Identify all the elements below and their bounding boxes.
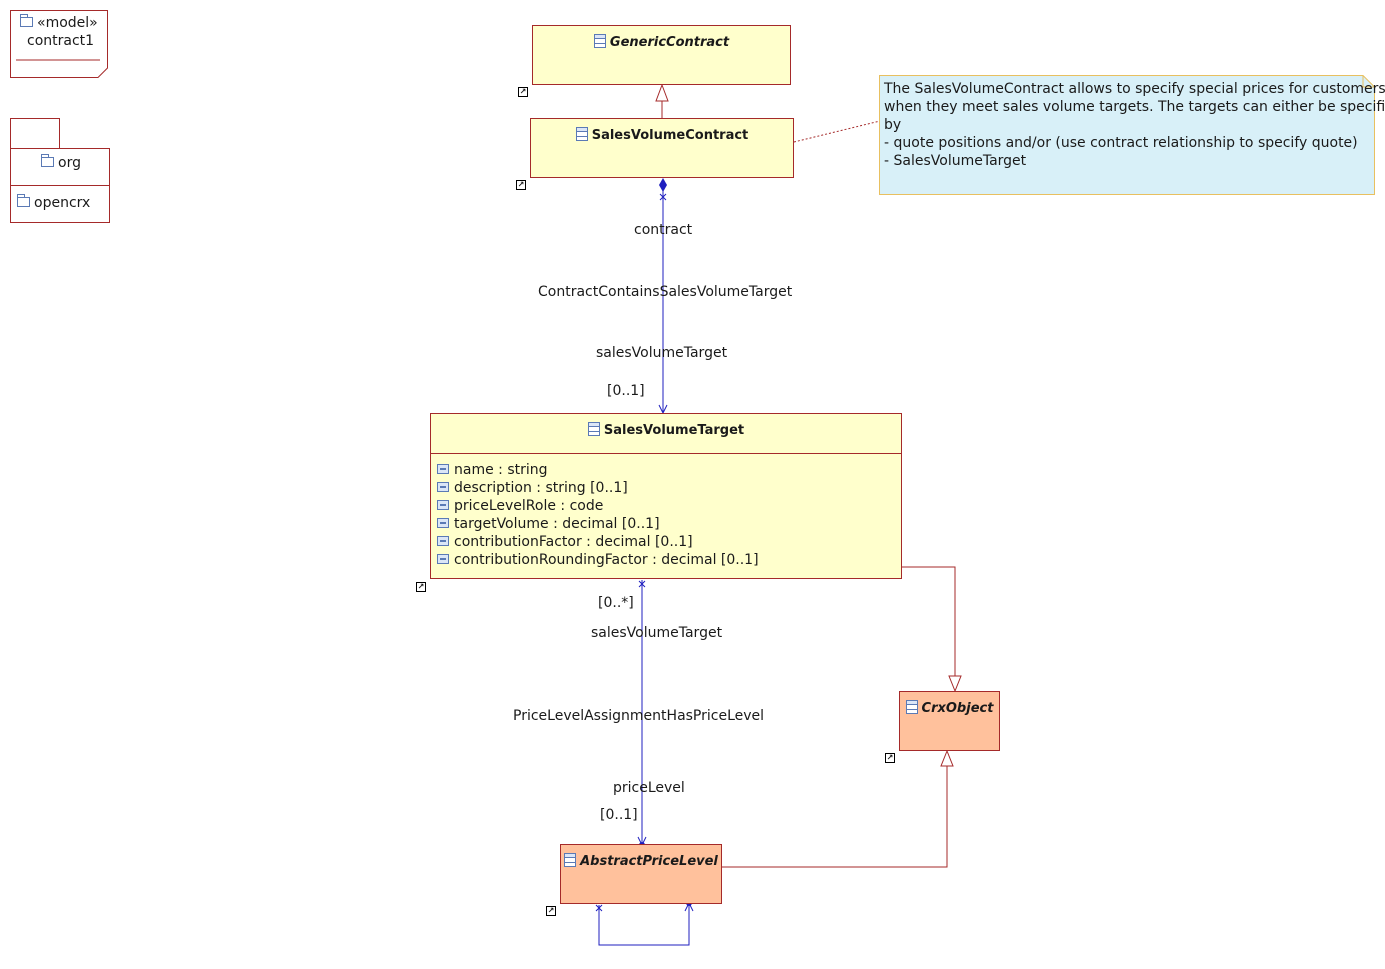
- sales-volume-target-name: SalesVolumeTarget: [603, 423, 745, 438]
- generic-contract-name: GenericContract: [609, 35, 730, 50]
- model-box-shape: [10, 10, 108, 78]
- attribute-row[interactable]: contributionFactor : decimal [0..1]: [437, 534, 693, 550]
- package-name-text: org: [58, 155, 81, 171]
- attribute-icon: [437, 554, 449, 564]
- attribute-row[interactable]: name : string: [437, 462, 548, 478]
- package-body: [10, 148, 110, 223]
- sales-volume-target-title: SalesVolumeTarget: [431, 422, 901, 438]
- generalization-svt-to-crxobject: [902, 566, 962, 693]
- package-item-text: opencrx: [34, 195, 91, 211]
- shortcut-arrow-icon[interactable]: ↗: [546, 906, 556, 916]
- sales-volume-contract-name: SalesVolumeContract: [591, 128, 749, 143]
- package-folder-icon: [41, 154, 54, 167]
- attribute-icon: [437, 482, 449, 492]
- multiplicity-sales-volume-target: [0..1]: [607, 383, 645, 399]
- attribute-text: name : string: [454, 462, 548, 478]
- class-icon: [564, 853, 577, 867]
- model-name: contract1: [27, 33, 95, 49]
- class-abstract-price-level[interactable]: AbstractPriceLevel: [560, 844, 722, 904]
- class-sales-volume-contract[interactable]: SalesVolumeContract: [530, 118, 794, 178]
- attribute-text: priceLevelRole : code: [454, 498, 604, 514]
- attributes-divider: [431, 453, 901, 454]
- class-generic-contract[interactable]: GenericContract: [532, 25, 791, 85]
- attribute-text: contributionRoundingFactor : decimal [0.…: [454, 552, 759, 568]
- multiplicity-price-level: [0..1]: [600, 807, 638, 823]
- attribute-icon: [437, 536, 449, 546]
- attribute-row[interactable]: contributionRoundingFactor : decimal [0.…: [437, 552, 759, 568]
- shortcut-arrow-icon[interactable]: ↗: [516, 180, 526, 190]
- association-self-price-level: [595, 900, 694, 946]
- note-line: The SalesVolumeContract allows to specif…: [884, 81, 1385, 97]
- generic-contract-title: GenericContract: [533, 34, 790, 50]
- comment-note[interactable]: The SalesVolumeContract allows to specif…: [879, 75, 1385, 195]
- model-stereotype-text: «model»: [37, 15, 98, 31]
- package-item-opencrx[interactable]: opencrx: [17, 194, 91, 211]
- note-anchor-line: [793, 120, 881, 143]
- model-box[interactable]: «model» contract1: [10, 10, 108, 78]
- note-line: by: [884, 117, 902, 133]
- attribute-icon: [437, 464, 449, 474]
- note-line: - quote positions and/or (use contract r…: [884, 135, 1358, 151]
- role-contract: contract: [634, 222, 693, 238]
- attribute-text: description : string [0..1]: [454, 480, 628, 496]
- model-stereotype: «model»: [20, 14, 98, 31]
- class-icon: [575, 127, 588, 141]
- abstract-price-level-name: AbstractPriceLevel: [580, 854, 718, 869]
- class-icon: [593, 34, 606, 48]
- association-name-contract-contains: ContractContainsSalesVolumeTarget: [538, 284, 793, 300]
- package-box[interactable]: org opencrx: [10, 118, 110, 223]
- shortcut-arrow-icon[interactable]: ↗: [518, 87, 528, 97]
- opencrx-folder-icon: [17, 194, 30, 207]
- association-name-price-level-assignment: PriceLevelAssignmentHasPriceLevel: [513, 708, 765, 724]
- shortcut-arrow-icon[interactable]: ↗: [416, 582, 426, 592]
- multiplicity-sales-volume-target-many: [0..*]: [598, 595, 634, 611]
- package-name: org: [41, 154, 81, 171]
- class-sales-volume-target[interactable]: SalesVolumeTarget name : string descript…: [430, 413, 902, 579]
- model-folder-icon: [20, 14, 33, 27]
- shortcut-arrow-icon[interactable]: ↗: [885, 753, 895, 763]
- package-divider: [11, 185, 109, 186]
- attribute-icon: [437, 518, 449, 528]
- attribute-text: contributionFactor : decimal [0..1]: [454, 534, 693, 550]
- attribute-row[interactable]: priceLevelRole : code: [437, 498, 603, 514]
- crx-object-title: CrxObject: [900, 700, 999, 716]
- attribute-row[interactable]: targetVolume : decimal [0..1]: [437, 516, 660, 532]
- sales-volume-contract-title: SalesVolumeContract: [531, 127, 793, 143]
- attribute-text: targetVolume : decimal [0..1]: [454, 516, 660, 532]
- package-tab: [10, 118, 60, 149]
- class-crx-object[interactable]: CrxObject: [899, 691, 1000, 751]
- note-line: when they meet sales volume targets. The…: [884, 99, 1385, 115]
- association-contract-contains: [658, 178, 668, 415]
- note-shape: [879, 75, 1375, 195]
- note-line: - SalesVolumeTarget: [884, 153, 1027, 169]
- class-icon: [905, 700, 918, 714]
- generalization-svc-to-generic: [655, 83, 669, 119]
- attribute-icon: [437, 500, 449, 510]
- attribute-row[interactable]: description : string [0..1]: [437, 480, 628, 496]
- crx-object-name: CrxObject: [921, 701, 994, 716]
- role-sales-volume-target: salesVolumeTarget: [596, 345, 728, 361]
- role-price-level: priceLevel: [613, 780, 685, 796]
- role-sales-volume-target-2: salesVolumeTarget: [591, 625, 723, 641]
- generalization-apl-to-crxobject: [722, 749, 954, 868]
- class-icon: [587, 422, 600, 436]
- abstract-price-level-title: AbstractPriceLevel: [561, 853, 721, 869]
